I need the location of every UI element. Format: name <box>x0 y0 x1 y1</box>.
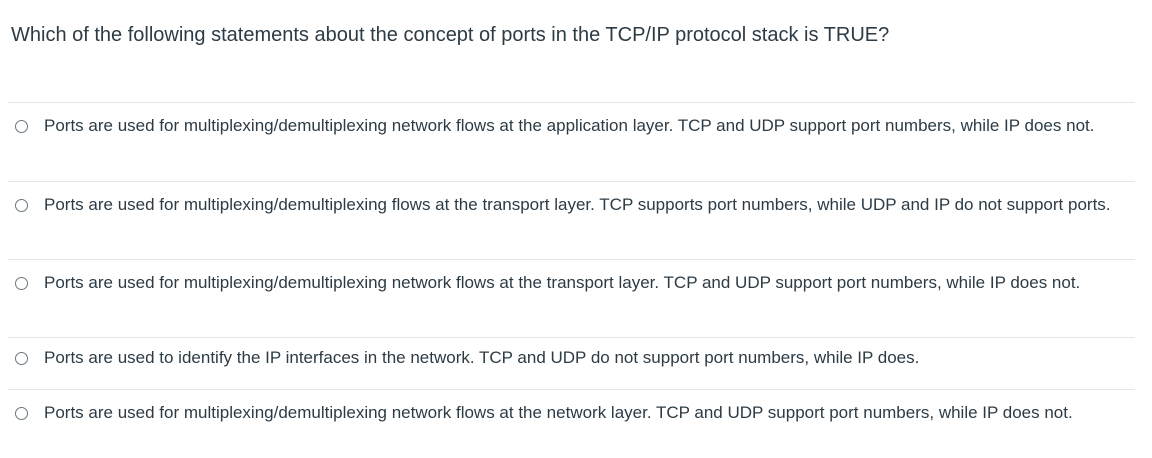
answer-option-1[interactable]: Ports are used for multiplexing/demultip… <box>8 102 1135 181</box>
answer-label[interactable]: Ports are used for multiplexing/demultip… <box>44 116 1095 135</box>
answer-option-4[interactable]: Ports are used to identify the IP interf… <box>8 337 1135 389</box>
answer-label[interactable]: Ports are used for multiplexing/demultip… <box>44 195 1111 214</box>
radio-button-unchecked-icon[interactable] <box>15 199 28 212</box>
answer-label[interactable]: Ports are used for multiplexing/demultip… <box>44 403 1073 422</box>
answer-label[interactable]: Ports are used to identify the IP interf… <box>44 348 920 367</box>
answer-option-2[interactable]: Ports are used for multiplexing/demultip… <box>8 181 1135 259</box>
answer-list: Ports are used for multiplexing/demultip… <box>8 102 1135 458</box>
radio-button-unchecked-icon[interactable] <box>15 352 28 365</box>
question-text: Which of the following statements about … <box>11 24 890 46</box>
answer-option-3[interactable]: Ports are used for multiplexing/demultip… <box>8 259 1135 337</box>
answer-label[interactable]: Ports are used for multiplexing/demultip… <box>44 273 1081 292</box>
answer-option-5[interactable]: Ports are used for multiplexing/demultip… <box>8 389 1135 458</box>
radio-button-unchecked-icon[interactable] <box>15 120 28 133</box>
radio-button-unchecked-icon[interactable] <box>15 407 28 420</box>
radio-button-unchecked-icon[interactable] <box>15 277 28 290</box>
